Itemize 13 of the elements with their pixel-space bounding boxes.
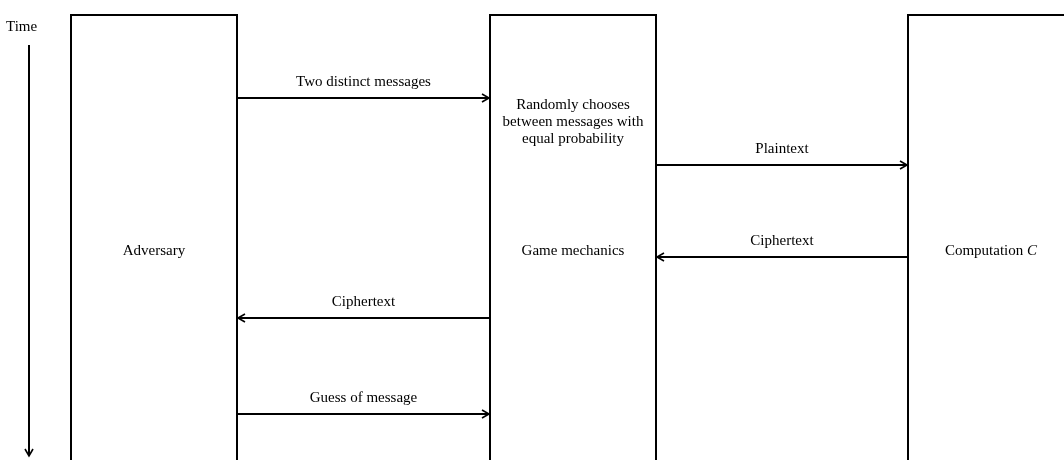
axis-label: Time <box>6 18 38 35</box>
node-label: Game mechanics <box>520 242 626 259</box>
node-label: Adversary <box>121 242 187 259</box>
arrow <box>237 313 490 323</box>
description-text: Randomly chooses between messages with equal probability <box>501 96 645 147</box>
process-box <box>907 14 1064 460</box>
process-box <box>489 14 657 460</box>
arrow <box>237 93 490 103</box>
node-label: Computation C <box>943 242 1039 259</box>
arrow <box>237 409 490 419</box>
arrow <box>656 252 908 262</box>
arrow <box>656 160 908 170</box>
process-box <box>70 14 238 460</box>
